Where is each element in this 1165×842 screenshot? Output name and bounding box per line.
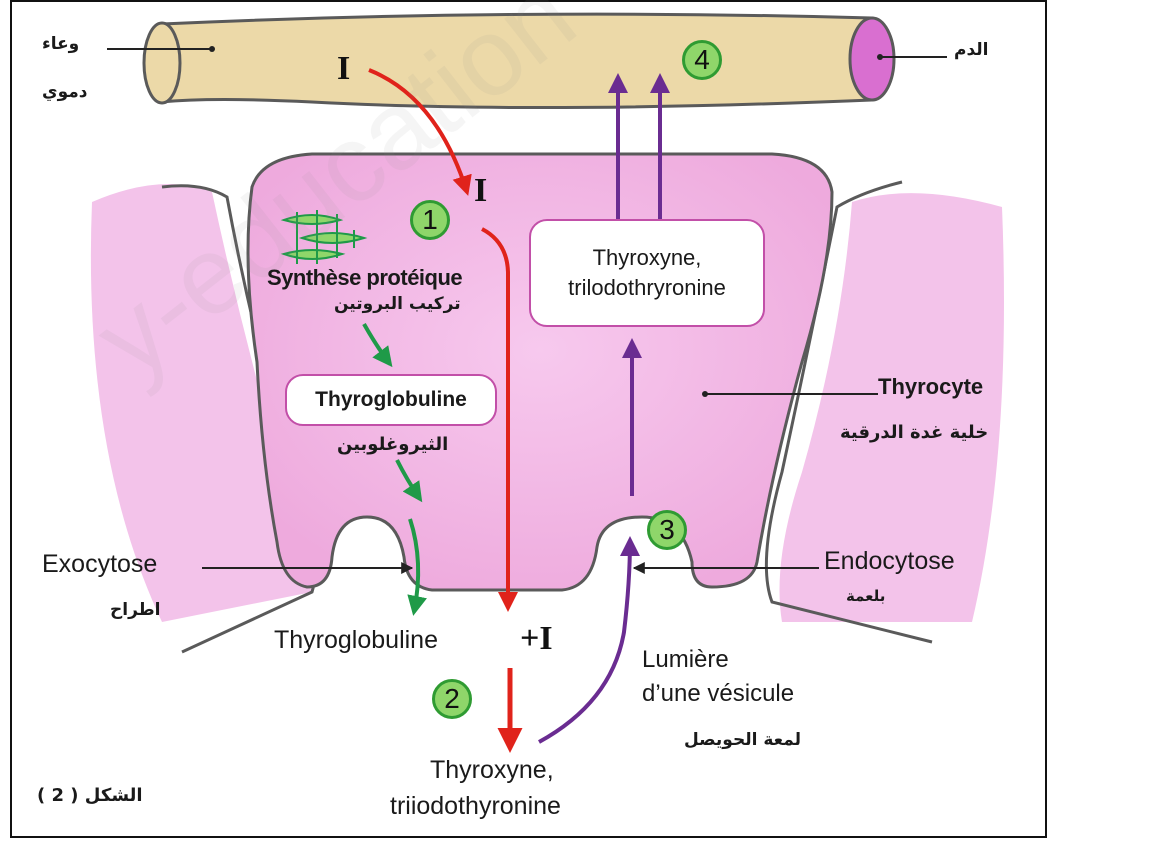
endocytose-label: Endocytose — [824, 547, 955, 576]
thyroglobuline-lumen-label: Thyroglobuline — [274, 626, 438, 655]
protein-synthesis-label: Synthèse protéique — [267, 265, 462, 291]
hormones-lumen-label-2: triiodothyronine — [390, 792, 561, 821]
step-4-badge: 4 — [682, 40, 722, 80]
thyroid-hormone-synthesis-diagram — [12, 2, 1045, 836]
exocytose-label: Exocytose — [42, 550, 157, 579]
vessel-label-ar-2: دموي — [42, 82, 88, 102]
vessel-label-ar-1: وعاء — [42, 34, 79, 54]
hormones-box: Thyroxyne, trilodothryronine — [529, 219, 765, 327]
hormones-box-line1: Thyroxyne, — [593, 243, 702, 273]
hormones-lumen-label-1: Thyroxyne, — [430, 756, 554, 785]
thyroglobuline-label-ar: الثيروغلوبين — [337, 434, 448, 455]
step-1-badge: 1 — [410, 200, 450, 240]
blood-vessel — [162, 14, 872, 107]
thyrocyte-label: Thyrocyte — [878, 374, 983, 400]
thyrocyte-label-ar: خلية غدة الدرقية — [840, 422, 988, 443]
exocytose-label-ar: اطراح — [110, 600, 161, 620]
lumen-label-2: d’une vésicule — [642, 680, 794, 708]
step-3-badge: 3 — [647, 510, 687, 550]
hormones-box-line2: trilodothryronine — [568, 273, 726, 303]
step-2-badge: 2 — [432, 679, 472, 719]
lumen-label-1: Lumière — [642, 646, 729, 674]
vessel-lumen-end — [850, 18, 894, 100]
endocytose-label-ar: بلعمة — [846, 587, 885, 605]
figure-caption: الشكل ( 2 ) — [37, 785, 143, 806]
iodine-label-lumen: +I — [520, 620, 553, 658]
iodine-label-vessel: I — [337, 50, 350, 88]
figure-frame: y-education 4 1 3 2 I I +I وعاء دموي الد… — [10, 0, 1047, 838]
thyroglobuline-box: Thyroglobuline — [285, 374, 497, 426]
iodine-label-cell: I — [474, 172, 487, 210]
blood-label-ar: الدم — [954, 40, 989, 60]
lumen-label-ar: لمعة الحويصل — [684, 730, 801, 750]
protein-synthesis-label-ar: تركيب البروتين — [334, 294, 461, 314]
